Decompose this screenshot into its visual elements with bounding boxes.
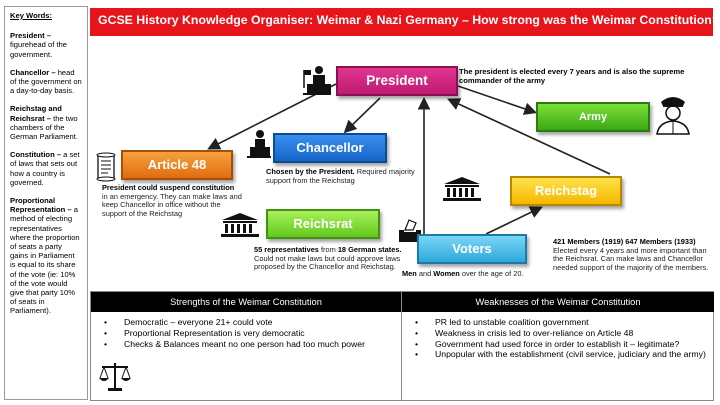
key-word-definition: figurehead of the government. [10,40,67,59]
key-word-term: Reichstag and Reichsrat [10,104,62,123]
key-word-definition: the two chambers of the German Parliamen… [10,113,78,142]
key-word-definition: a method of electing representatives whe… [10,205,80,316]
list-item: Weakness in crisis led to over-reliance … [415,328,708,339]
scroll-icon [96,152,116,182]
reichstag-box: Reichstag [510,176,622,206]
list-item: Checks & Balances meant no one person ha… [104,339,395,350]
scales-icon [99,363,131,391]
arrow-president-army [457,85,538,115]
ballot-box-icon [399,219,421,242]
key-word-entry: Constitution – a set of laws that sets o… [10,150,80,187]
page-title: GCSE History Knowledge Organiser: Weimar… [90,8,719,36]
strengths-header: Strengths of the Weimar Constitution [91,292,401,312]
key-word-term: Constitution [10,150,55,160]
article48-note: President could suspend constitution in … [102,183,242,218]
key-word-term: President [10,31,45,41]
army-box: Army [536,102,650,132]
strengths-column: Strengths of the Weimar Constitution Dem… [91,292,402,400]
strengths-weaknesses-table: Strengths of the Weimar Constitution Dem… [90,291,714,401]
president-note: The president is elected every 7 years a… [459,67,685,85]
reichstag-note: 421 Members (1919) 647 Members (1933) El… [553,237,709,272]
key-words-title: Key Words: [10,11,53,20]
key-word-entry: Reichstag and Reichsrat – the two chambe… [10,104,78,142]
president-box: President [336,66,458,96]
chancellor-note: Chosen by the President. Required majori… [266,167,415,185]
parliament-building-icon [443,177,481,201]
desk-figure-icon [303,66,331,95]
weaknesses-column: Weaknesses of the Weimar Constitution PR… [402,292,714,400]
chancellor-box: Chancellor [273,133,387,163]
voters-box: Voters [417,234,527,264]
key-word-definition: head of the government on a day-to-day b… [10,67,82,96]
key-word-entry: Chancellor – head of the government on a… [10,67,82,96]
list-item: PR led to unstable coalition government [415,317,708,328]
list-item: Unpopular with the establishment (civil … [415,349,708,360]
arrow-voters-reichstag [485,206,543,235]
weaknesses-list: PR led to unstable coalition government … [402,317,714,360]
reichsrat-box: Reichsrat [266,209,380,239]
arrow-reichstag-president [447,98,611,175]
soldier-icon [656,97,690,135]
reichsrat-note: 55 representatives from 18 German states… [254,245,402,272]
strengths-list: Democratic – everyone 21+ could vote Pro… [91,317,401,349]
arrow-president-chancellor [343,97,381,134]
key-word-definition: a set of laws that sets out how a countr… [10,150,80,187]
article48-box: Article 48 [121,150,233,180]
list-item: Democratic – everyone 21+ could vote [104,317,395,328]
constitution-diagram: President Army Chancellor Article 48 Rei… [90,36,715,290]
weaknesses-header: Weaknesses of the Weimar Constitution [402,292,714,312]
desk-figure-icon [247,130,271,158]
list-item: Government had used force in order to es… [415,339,708,350]
key-word-term: Chancellor [10,67,50,77]
parliament-building-icon [221,213,259,237]
voters-note: Men and Women over the age of 20. [402,269,524,278]
key-word-entry: Proportional Representation – a method o… [10,196,80,316]
key-word-entry: President – figurehead of the government… [10,31,67,59]
list-item: Proportional Representation is very demo… [104,328,395,339]
key-words-panel: Key Words: President – figurehead of the… [4,6,88,400]
key-word-term: Proportional Representation [10,196,66,215]
